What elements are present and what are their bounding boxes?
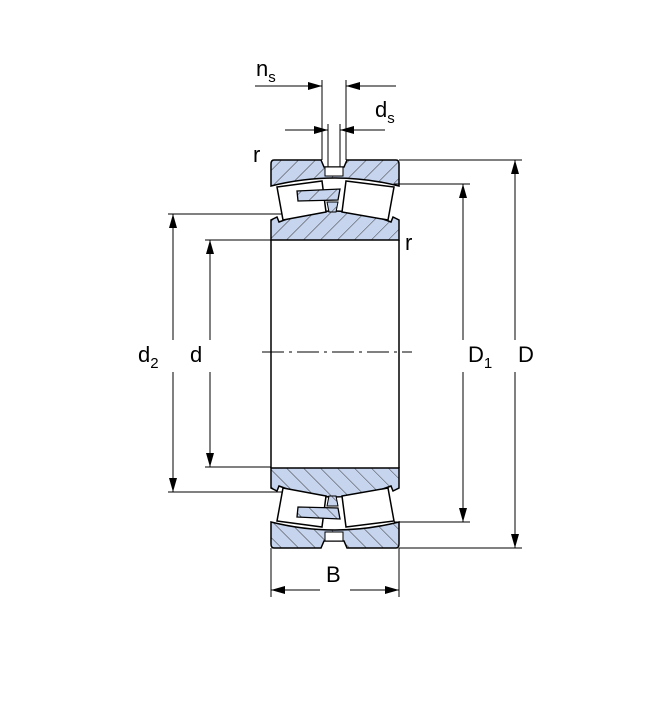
label-r-outer: r [253, 142, 260, 167]
label-r-inner: r [405, 230, 412, 255]
label-D: D [518, 342, 534, 367]
lower-section [270, 467, 400, 549]
dimension-lines [168, 80, 522, 597]
label-d2: d2 [138, 342, 159, 372]
upper-section [270, 159, 400, 241]
label-ns: ns [256, 56, 276, 86]
label-ds: ds [375, 97, 395, 127]
label-d: d [190, 342, 202, 367]
label-D1: D1 [468, 342, 492, 372]
label-B: B [326, 562, 341, 587]
